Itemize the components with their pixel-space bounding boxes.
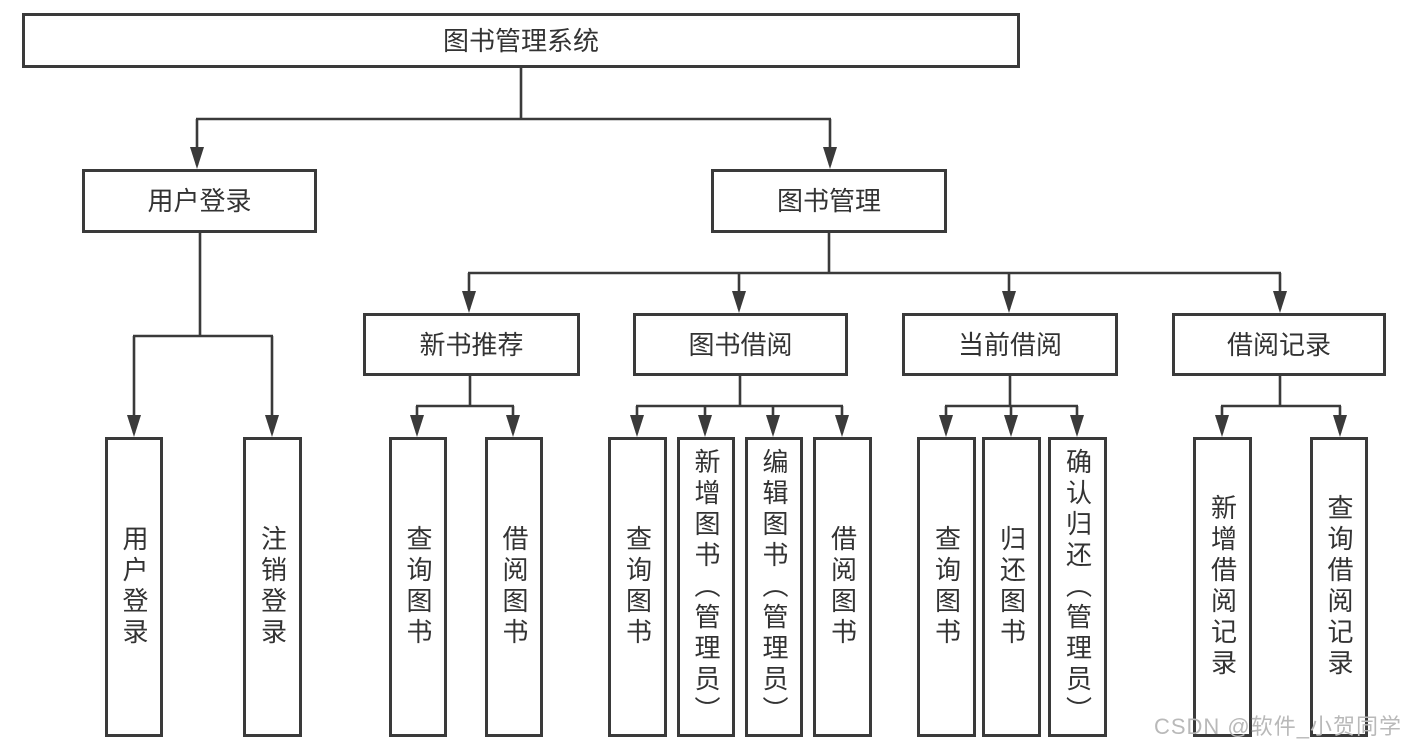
node-user-login: 用户登录 bbox=[82, 169, 317, 233]
connector-new-book-children bbox=[410, 376, 520, 437]
connector-root-to-level2 bbox=[190, 68, 837, 169]
node-label: 查询借阅记录 bbox=[1324, 494, 1354, 680]
leaf-logout: 注销登录 bbox=[243, 437, 302, 737]
node-label: 编辑图书（管理员） bbox=[759, 447, 789, 727]
node-label: 用户登录 bbox=[119, 525, 149, 649]
leaf-borrow-book-recommend: 借阅图书 bbox=[485, 437, 543, 737]
node-library-management-system: 图书管理系统 bbox=[22, 13, 1020, 68]
node-label: 借阅图书 bbox=[499, 525, 529, 649]
leaf-query-borrow-record: 查询借阅记录 bbox=[1310, 437, 1368, 737]
leaf-add-book-admin: 新增图书（管理员） bbox=[677, 437, 735, 737]
leaf-add-borrow-record: 新增借阅记录 bbox=[1193, 437, 1252, 737]
node-label: 查询图书 bbox=[622, 525, 653, 649]
csdn-watermark: CSDN @软件_小贺同学 bbox=[1153, 714, 1402, 739]
leaf-edit-book-admin: 编辑图书（管理员） bbox=[745, 437, 803, 737]
node-label: 新增图书（管理员） bbox=[691, 447, 721, 727]
leaf-query-book-current: 查询图书 bbox=[917, 437, 976, 737]
node-label: 查询图书 bbox=[403, 525, 433, 649]
node-label: 新增借阅记录 bbox=[1207, 494, 1238, 680]
connector-current-borrow-children bbox=[939, 376, 1084, 437]
node-new-book-recommend: 新书推荐 bbox=[363, 313, 580, 376]
leaf-query-book-borrow: 查询图书 bbox=[608, 437, 667, 737]
node-label: 借阅图书 bbox=[827, 525, 858, 649]
connector-user-login-children bbox=[127, 233, 279, 437]
node-label: 查询图书 bbox=[931, 525, 962, 649]
leaf-confirm-return-admin: 确认归还（管理员） bbox=[1048, 437, 1107, 737]
node-current-borrow: 当前借阅 bbox=[902, 313, 1118, 376]
node-book-borrow: 图书借阅 bbox=[633, 313, 848, 376]
connector-book-borrow-children bbox=[630, 376, 849, 437]
node-label: 归还图书 bbox=[996, 525, 1027, 649]
node-label: 新书推荐 bbox=[419, 329, 524, 360]
leaf-user-login: 用户登录 bbox=[105, 437, 163, 737]
leaf-return-book: 归还图书 bbox=[982, 437, 1041, 737]
node-label: 当前借阅 bbox=[957, 329, 1062, 360]
connector-book-management-to-level3 bbox=[462, 233, 1287, 313]
node-label: 图书管理系统 bbox=[442, 25, 599, 56]
node-borrow-records: 借阅记录 bbox=[1172, 313, 1386, 376]
node-label: 借阅记录 bbox=[1226, 329, 1331, 360]
node-label: 图书管理 bbox=[776, 186, 881, 216]
node-label: 用户登录 bbox=[147, 186, 252, 216]
connector-borrow-record-children bbox=[1215, 376, 1347, 437]
leaf-borrow-book: 借阅图书 bbox=[813, 437, 872, 737]
node-label: 注销登录 bbox=[257, 525, 288, 649]
node-label: 确认归还（管理员） bbox=[1062, 447, 1093, 727]
leaf-query-book-recommend: 查询图书 bbox=[389, 437, 447, 737]
node-book-management: 图书管理 bbox=[711, 169, 947, 233]
node-label: 图书借阅 bbox=[688, 329, 793, 360]
